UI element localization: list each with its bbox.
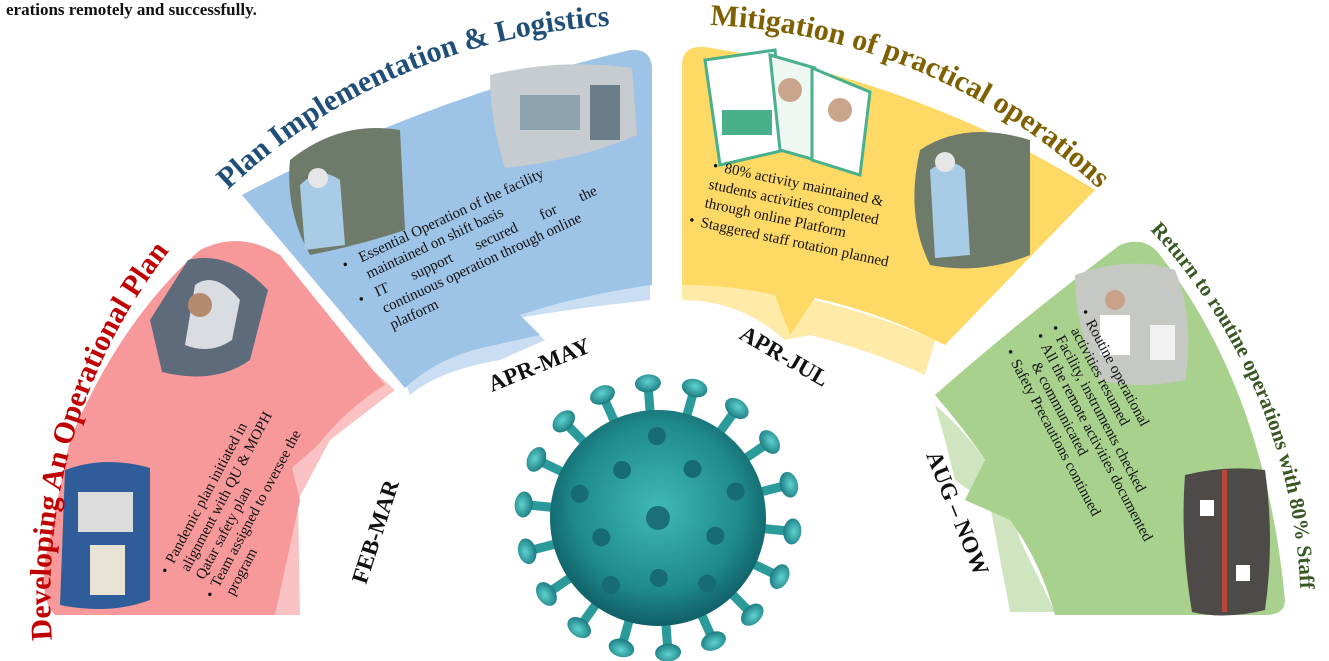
- virus-surface-dots: [570, 427, 745, 595]
- phase-3-underlay: [682, 280, 935, 375]
- virus-surface-dot: [570, 484, 589, 503]
- virus-spike-tip: [514, 491, 533, 518]
- virus-spike-tip: [590, 385, 615, 405]
- phase-1-period: FEB-MAR: [347, 476, 404, 586]
- virus-center: [646, 506, 670, 530]
- virus-spike-tip: [634, 374, 661, 393]
- virus-spike-tip: [741, 603, 764, 626]
- phase-2-photo-top: [490, 64, 637, 168]
- phase-1-photo-bottom: [60, 461, 150, 609]
- virus-spike-tip: [517, 538, 537, 565]
- virus-surface-dot: [647, 427, 666, 446]
- virus-spike-tip: [608, 638, 635, 658]
- virus-spike-tip: [725, 397, 749, 419]
- phase-4-photo-top: [1075, 263, 1189, 385]
- virus-spike-tip: [701, 631, 726, 651]
- virus-surface-dot: [726, 482, 745, 501]
- virus-spike-tip: [779, 471, 799, 498]
- virus-spike-tip: [655, 643, 682, 661]
- virus-surface-dot: [601, 576, 620, 595]
- virus-surface-dot: [613, 460, 632, 479]
- virus-surface-dot: [698, 574, 717, 593]
- virus-spike-tip: [536, 582, 557, 606]
- virus-spike-tip: [769, 564, 790, 589]
- header-caption: erations remotely and successfully.: [6, 0, 257, 19]
- virus-spike-tip: [567, 617, 591, 639]
- coronavirus-icon: [514, 374, 802, 661]
- phase-2-bullet-marker: •: [356, 291, 368, 308]
- virus-surface-dot: [592, 528, 611, 547]
- virus-spike-tip: [681, 378, 708, 398]
- phase-3-photo-right: [914, 132, 1030, 269]
- phase-3-bullet-marker: •: [711, 158, 719, 175]
- virus-spike-tip: [783, 518, 802, 545]
- phase-2-photo-left: [289, 128, 405, 255]
- virus-surface-dot: [683, 459, 702, 478]
- phase-2-bullet-marker: •: [340, 257, 352, 274]
- phase-1-photo-top: [150, 258, 268, 377]
- virus-spike-tip: [552, 410, 575, 433]
- virus-surface-dot: [706, 526, 725, 545]
- virus-surface-dot: [649, 568, 668, 587]
- phase-4-photo-bottom: [1183, 468, 1270, 616]
- virus-spike-tip: [759, 430, 780, 454]
- phase-3-bullet-marker: •: [687, 212, 695, 229]
- phase-3-photo-brochure: [703, 48, 872, 177]
- virus-spike-tip: [526, 447, 547, 472]
